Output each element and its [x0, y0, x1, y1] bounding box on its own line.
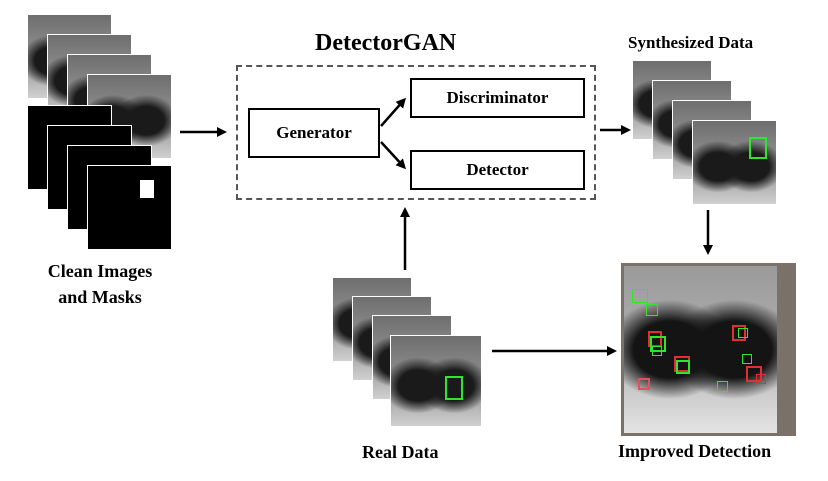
detection-box — [756, 374, 766, 384]
improved-detection-label: Improved Detection — [618, 441, 772, 461]
synthesized-data-label: Synthesized Data — [628, 33, 754, 52]
improved-detection-image — [621, 263, 796, 436]
detector-box: Detector — [410, 150, 585, 190]
real-data-label: Real Data — [362, 442, 439, 462]
synthesized-xray-image — [692, 120, 777, 205]
detection-box — [650, 336, 666, 352]
detection-box — [749, 137, 767, 159]
detection-box — [646, 304, 658, 316]
clean-images-label: Clean Images and Masks — [47, 261, 153, 307]
detection-box — [742, 354, 752, 364]
discriminator-box: Discriminator — [410, 78, 585, 118]
arrow-generator-to-detector — [380, 141, 407, 170]
detection-box — [732, 325, 746, 341]
mask-lesion-region — [140, 180, 154, 198]
detection-box — [638, 378, 650, 390]
detection-box — [632, 289, 648, 303]
arrow-generator-to-discriminator — [380, 97, 406, 127]
mask-image — [87, 165, 172, 250]
detection-box — [445, 376, 463, 400]
detection-box — [717, 381, 728, 392]
real-xray-image — [390, 335, 482, 427]
detectorgan-container — [236, 65, 596, 200]
chest-xray — [624, 266, 777, 433]
generator-box: Generator — [248, 108, 380, 158]
detection-box — [676, 360, 690, 374]
detectorgan-title: DetectorGAN — [315, 30, 457, 56]
detection-box — [738, 328, 748, 338]
detection-box — [652, 346, 662, 356]
